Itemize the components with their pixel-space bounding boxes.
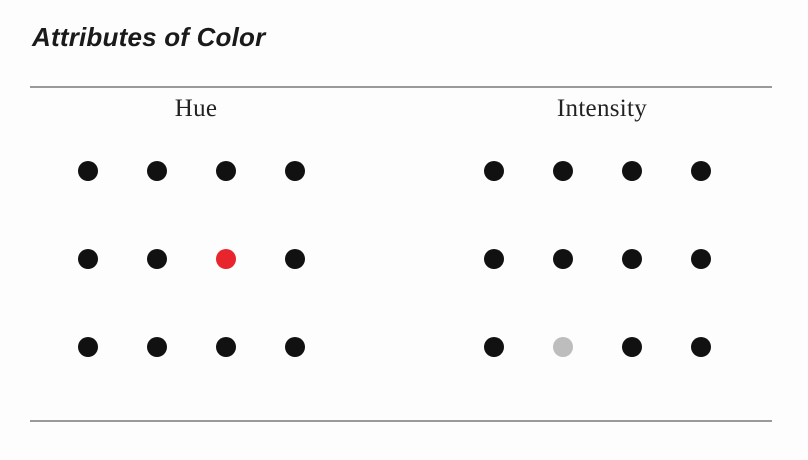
intensity-dot (622, 337, 642, 357)
hue-dot (78, 249, 98, 269)
intensity-highlight-dot (553, 337, 573, 357)
intensity-panel: Intensity (472, 95, 732, 395)
intensity-dot (691, 161, 711, 181)
top-divider (30, 86, 772, 88)
hue-dot (147, 249, 167, 269)
intensity-dot (484, 249, 504, 269)
intensity-dot (622, 249, 642, 269)
hue-dot (147, 161, 167, 181)
intensity-dot (622, 161, 642, 181)
intensity-dot (553, 161, 573, 181)
hue-dot (147, 337, 167, 357)
hue-dot (78, 337, 98, 357)
intensity-dot (553, 249, 573, 269)
intensity-dot (691, 249, 711, 269)
hue-dot (216, 337, 236, 357)
intensity-dot-grid (472, 155, 732, 357)
intensity-label: Intensity (556, 95, 648, 122)
hue-dot (285, 161, 305, 181)
bottom-divider (30, 420, 772, 422)
hue-dot (216, 161, 236, 181)
hue-label: Hue (174, 95, 218, 122)
intensity-dot (484, 161, 504, 181)
hue-dot (285, 249, 305, 269)
hue-dot (78, 161, 98, 181)
intensity-dot (691, 337, 711, 357)
hue-panel: Hue (66, 95, 326, 395)
hue-dot (285, 337, 305, 357)
intensity-dot (484, 337, 504, 357)
hue-dot-grid (66, 155, 326, 357)
hue-highlight-dot (216, 249, 236, 269)
diagram-title: Attributes of Color (32, 22, 266, 52)
